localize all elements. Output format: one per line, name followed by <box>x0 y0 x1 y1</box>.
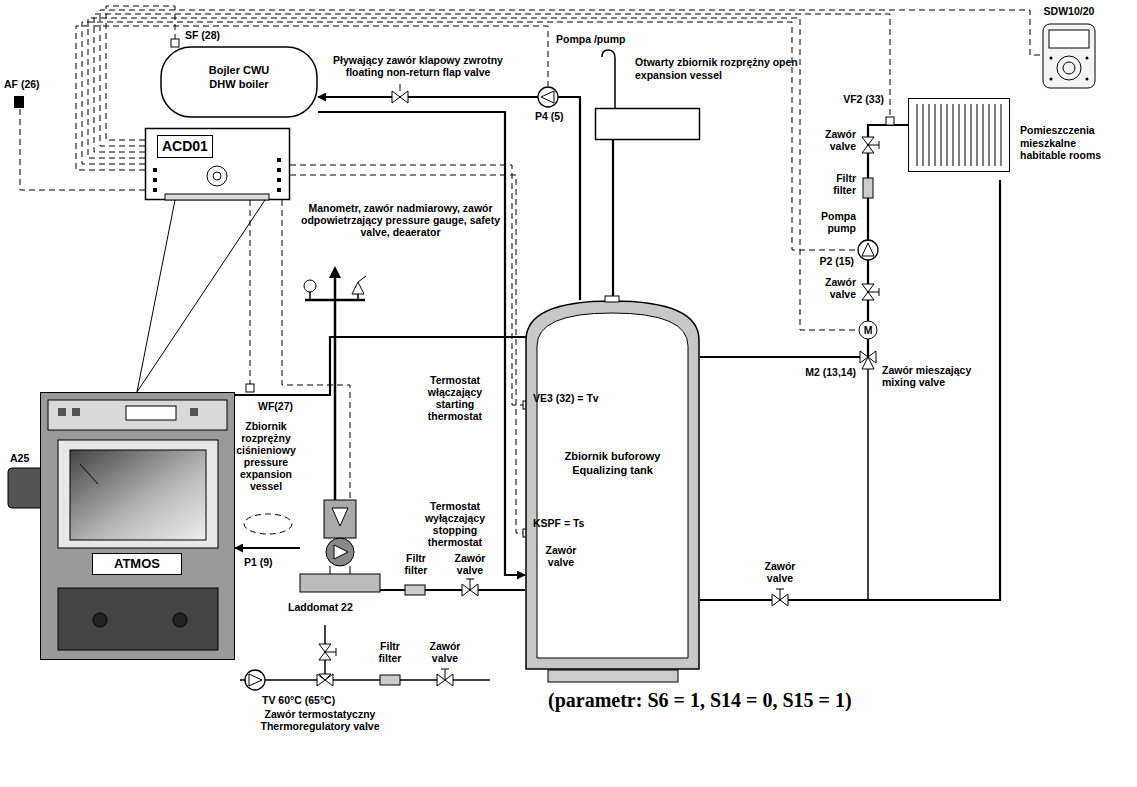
pipe-line <box>612 140 614 300</box>
annotation-label: Zawór valve <box>812 128 856 152</box>
annotation-label: SF (28) <box>185 29 220 41</box>
annotation-label: TV 60°C (65°C) <box>262 694 335 706</box>
annotation-label: VE3 (32) = Tv <box>533 392 599 404</box>
annotation-label: Pływający zawór klapowy zwrotny floating… <box>318 54 518 78</box>
controller-box: ACD01 <box>145 128 290 200</box>
annotation-label: Zawór valve <box>450 552 490 576</box>
annotation-label: Zbiornik rozprężny ciśnieniowy pressure … <box>230 420 302 492</box>
annotation-label: P4 (5) <box>535 110 564 122</box>
radiator: Pomieszczenia mieszkalne habitable rooms <box>908 98 1123 180</box>
dhw-boiler-tank: Bojler CWU DHW boiler <box>160 46 318 118</box>
annotation-label: Zawór valve <box>812 276 856 300</box>
annotation-label: (parametr: S6 = 1, S14 = 0, S15 = 1) <box>548 688 852 712</box>
annotation-label: P2 (15) <box>820 255 854 267</box>
node-label: SDW10/20 <box>1038 5 1100 17</box>
laddomat-unit-outline <box>300 500 380 596</box>
annotation-label: Pompa pump <box>812 210 856 234</box>
radiator-outline <box>908 98 1123 180</box>
pipe-line <box>700 125 908 357</box>
wood-boiler-outline <box>40 392 235 660</box>
annotation-label: Manometr, zawór nadmiarowy, zawór odpowi… <box>298 202 503 238</box>
buffer-tank-outline <box>525 300 700 670</box>
annotation-label: M <box>858 324 878 336</box>
annotation-label: Zawór valve <box>760 560 800 584</box>
node-label: Pomieszczenia mieszkalne habitable rooms <box>1020 124 1120 162</box>
annotation-label: Zawór termostatyczny Thermoregulatory va… <box>245 708 395 732</box>
annotation-label: P1 (9) <box>244 556 273 568</box>
laddomat-unit: Laddomat 22 <box>300 500 380 596</box>
annotation-label: Filtr filter <box>396 552 436 576</box>
pipe-line <box>380 589 525 591</box>
pipe-line <box>700 180 1000 600</box>
node-label: ACD01 <box>157 135 213 158</box>
annotation-label: KSPF = Ts <box>533 517 584 529</box>
annotation-label: Termostat wyłączający stopping thermosta… <box>412 500 498 548</box>
node-label: Zbiornik buforowy Equalizing tank <box>555 450 670 478</box>
pipe-line <box>318 97 580 300</box>
annotation-label: WF(27) <box>258 400 293 412</box>
node-label: ATMOS <box>92 553 182 575</box>
annotation-label: Zawór valve <box>425 640 465 664</box>
open-expansion-vessel-outline <box>595 108 700 140</box>
node-label: Bojler CWU DHW boiler <box>198 64 280 92</box>
annotation-label: M2 (13,14) <box>805 366 856 378</box>
node-label: Otwarty zbiornik rozprężny open expansio… <box>635 56 800 81</box>
pipe-line <box>235 547 300 549</box>
node-label: Laddomat 22 <box>288 601 353 613</box>
annotation-label: Filtr filter <box>812 172 856 196</box>
annotation-label: AF (26) <box>4 78 40 90</box>
annotation-label: VF2 (33) <box>843 93 884 105</box>
wood-boiler: ATMOS <box>40 392 235 660</box>
annotation-label: Zawór valve <box>541 544 581 568</box>
open-expansion-vessel: Otwarty zbiornik rozprężny open expansio… <box>595 108 700 140</box>
room-controller: SDW10/20 <box>1038 4 1100 90</box>
annotation-label: Termostat włączający starting thermostat <box>412 374 498 422</box>
buffer-tank: Zbiornik buforowy Equalizing tank <box>525 300 700 670</box>
annotation-label: Filtr filter <box>370 640 410 664</box>
annotation-label: Pompa /pump <box>556 33 625 45</box>
annotation-label: A25 <box>10 452 29 464</box>
annotation-label: Zawór mieszający mixing valve <box>882 364 992 388</box>
pipe-line <box>318 112 525 575</box>
